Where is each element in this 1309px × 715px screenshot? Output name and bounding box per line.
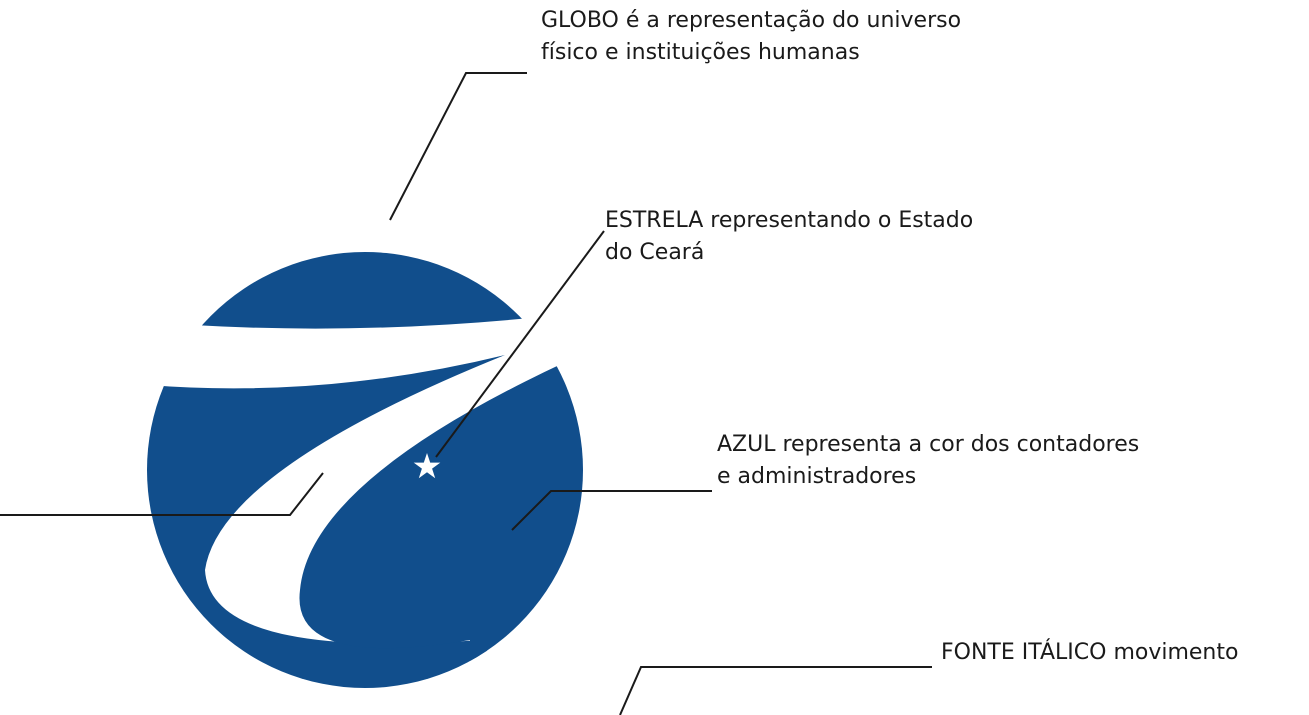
globe-right-lobe xyxy=(299,360,583,688)
annotation-globo-line1: GLOBO é a representação do universo xyxy=(541,8,962,33)
annotation-fonte-line1: FONTE ITÁLICO movimento xyxy=(941,640,1239,665)
leader-lines xyxy=(0,72,932,715)
leader-line-azul xyxy=(511,490,712,531)
annotation-estrela: ESTRELA representando o Estado do Ceará xyxy=(605,205,973,269)
annotation-fonte: FONTE ITÁLICO movimento xyxy=(941,637,1238,669)
globe-left-body xyxy=(147,355,520,688)
leader-line-estrela xyxy=(435,230,605,458)
annotation-azul-line1: AZUL representa a cor dos contadores xyxy=(717,432,1140,457)
annotation-azul-line2: e administradores xyxy=(717,464,917,489)
annotation-azul: AZUL representa a cor dos contadores e a… xyxy=(717,429,1139,493)
annotation-estrela-line2: do Ceará xyxy=(605,240,705,265)
annotation-estrela-line1: ESTRELA representando o Estado xyxy=(605,208,974,233)
annotation-globo-line2: físico e instituições humanas xyxy=(541,40,860,65)
star-icon xyxy=(413,453,441,479)
leader-line-globo xyxy=(389,72,527,221)
leader-line-fonte xyxy=(0,472,324,516)
annotation-globo: GLOBO é a representação do universo físi… xyxy=(541,5,961,69)
globe-logo xyxy=(147,252,583,688)
globe-top-cap xyxy=(180,252,548,329)
leader-line-bottom xyxy=(619,666,932,715)
